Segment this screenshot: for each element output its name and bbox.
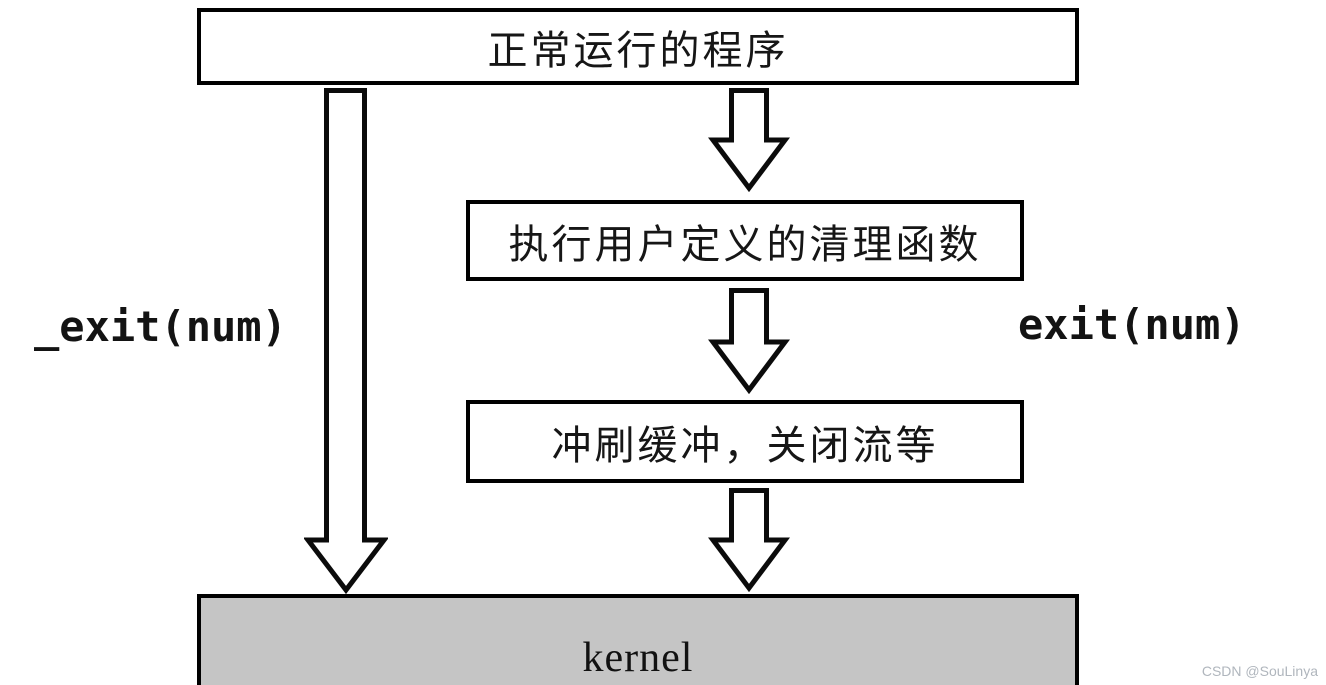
arrow-cleanup-to-flush — [708, 288, 790, 394]
node-running-program-label: 正常运行的程序 — [487, 27, 789, 73]
node-cleanup-handlers: 执行用户定义的清理函数 — [466, 200, 1024, 281]
arrow-exit-direct-to-kernel — [304, 88, 388, 594]
node-kernel: kernel — [197, 594, 1079, 685]
edge-label-exit: exit(num) — [1018, 300, 1246, 349]
node-flush-buffers: 冲刷缓冲，关闭流等 — [466, 400, 1024, 483]
node-cleanup-handlers-label: 执行用户定义的清理函数 — [508, 221, 982, 267]
arrow-program-to-cleanup — [708, 88, 790, 192]
node-flush-buffers-label: 冲刷缓冲，关闭流等 — [551, 422, 939, 468]
node-running-program: 正常运行的程序 — [197, 8, 1079, 85]
edge-label-exit-underscore: _exit(num) — [34, 302, 287, 351]
node-kernel-label: kernel — [582, 635, 694, 681]
arrow-flush-to-kernel — [708, 488, 790, 592]
csdn-watermark: CSDN @SouLinya — [1201, 663, 1318, 679]
